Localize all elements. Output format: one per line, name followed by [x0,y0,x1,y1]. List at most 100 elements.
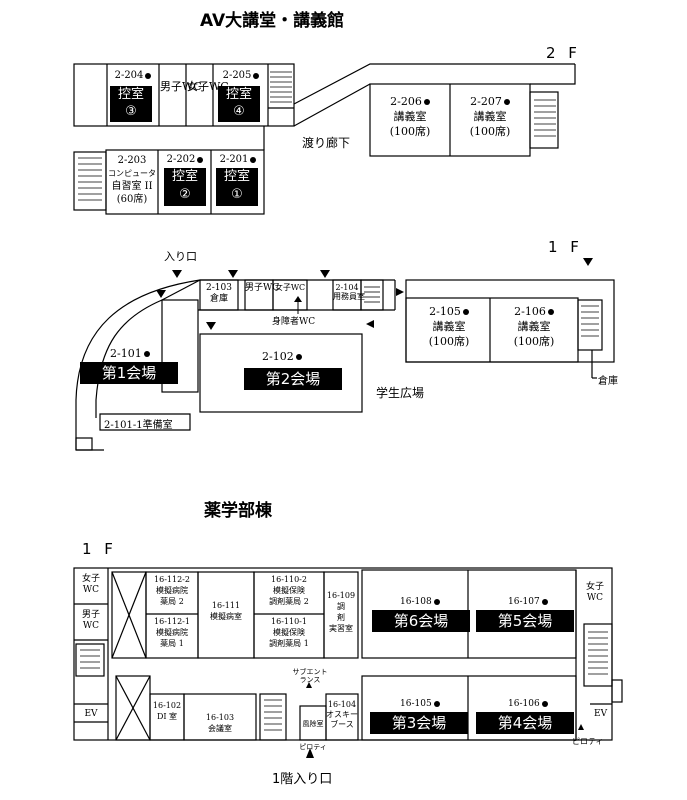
waiting-room-4-number: ④ [233,104,245,119]
room-16-112-2-line2: 薬局 2 [160,597,184,606]
room-marker [433,598,440,605]
room-16-103-name: 会議室 [208,724,232,733]
ev-right: EV [594,709,608,719]
corridor-label: 渡り廊下 [302,136,351,150]
room-16-109-line3: 実習室 [329,624,353,633]
room-2-102-outline [199,333,363,413]
venue-4: 第4会場 [476,712,574,734]
room-16-110-1: 16-110-1 模擬保険 調剤薬局 1 [254,616,324,649]
room-2-203-number: 2-203 [117,155,147,166]
room-16-112-1-line2: 薬局 1 [160,639,184,648]
student-plaza-label: 学生広場 [376,386,425,400]
room-16-106: 16-106 [508,698,548,710]
room-2-104-name: 用務員室 [333,292,365,301]
venue-2: 第2会場 [244,368,342,390]
room-2-203-line2: 自習室 II [111,181,153,192]
room-16-110-2-line1: 模擬保険 [273,586,305,595]
room-16-112-2-line1: 模擬病院 [156,586,188,595]
room-2-101: 2-101 [110,348,150,360]
av-floor-1f-label: 1 F [548,238,583,256]
pharmacy-entrance-label: 1階入り口 [272,772,333,787]
room-16-105-number: 16-105 [400,699,432,709]
room-16-102-name: DI 室 [156,712,178,721]
room-16-104-line2: ブース [330,720,354,729]
room-2-205: 2-205 [214,70,268,82]
room-16-111: 16-111 模擬病室 [198,600,254,622]
room-2-104: 2-104 用務員室 [333,283,365,301]
room-2-103: 2-103 倉庫 [200,283,238,305]
wind-room-label: 風除室 [302,720,324,728]
pharmacy-floor-label: 1 F [82,540,117,558]
sub-entrance-label: サブエントランス [292,668,328,684]
wc-female-2f: 女子WC [187,80,229,93]
ev-left: EV [84,709,98,719]
venue-6: 第6会場 [372,610,470,632]
room-2-205-number: 2-205 [222,70,252,81]
room-16-102: 16-102 DI 室 [150,700,184,722]
room-marker [145,72,152,79]
waiting-room-3-label: 控室 [117,87,144,102]
arrow-main-entrance [306,748,314,758]
room-16-109-line2: 剤 [337,613,345,622]
venue-3: 第3会場 [370,712,468,734]
wc-male-left: 男子WC [81,610,100,631]
room-2-203: 2-203 コンピュータ 自習室 II (60席) [106,154,158,206]
room-2-106-seats: (100席) [513,335,555,348]
room-2-106-number: 2-106 [514,305,546,318]
room-2-105-seats: (100席) [428,335,470,348]
waiting-room-4-label: 控室 [225,87,252,102]
room-marker [423,99,430,105]
room-2-204: 2-204 [108,70,158,82]
wc-male-1f: 男子WC [245,283,280,293]
room-16-112-2: 16-112-2 模擬病院 薬局 2 [146,574,198,607]
room-16-108: 16-108 [400,596,440,608]
av-building-title: AV大講堂・講義館 [200,11,345,31]
room-marker [503,99,510,105]
room-16-112-1-line1: 模擬病院 [156,628,188,637]
room-2-202-number: 2-202 [166,154,196,165]
pilotis-right-label: ピロティ [572,737,604,746]
room-marker [295,354,302,360]
room-marker [197,156,204,163]
room-16-111-name: 模擬病室 [210,612,242,621]
room-16-112-1-number: 16-112-1 [154,617,190,626]
arrow-1f-right [583,258,593,266]
room-16-102-number: 16-102 [152,701,182,710]
pilotis-left-label: ピロティ [299,743,327,751]
room-16-109-line1: 調 [337,602,345,611]
waiting-room-1-label: 控室 [223,169,250,184]
room-2-204-number: 2-204 [114,70,144,81]
room-2-206-number: 2-206 [390,95,422,108]
room-2-105-name: 講義室 [432,320,466,333]
room-2-101-number: 2-101 [110,347,142,360]
av-entrance-label: 入り口 [164,250,197,263]
room-16-104: 16-104 オスキー ブース [326,700,358,730]
room-16-109-number: 16-109 [326,591,356,600]
room-2-105-number: 2-105 [429,305,461,318]
room-2-106-name: 講義室 [517,320,551,333]
room-16-103-number: 16-103 [205,713,235,722]
room-16-110-1-number: 16-110-1 [271,617,307,626]
room-16-109: 16-109 調 剤 実習室 [324,590,358,634]
wc-female-1f: 女子WC [274,283,306,292]
room-16-110-2-line2: 調剤薬局 2 [269,597,309,606]
waiting-room-2: 控室 ② [164,168,206,206]
room-2-201: 2-201 [212,154,264,166]
waiting-room-1-number: ① [231,187,243,202]
room-2-102: 2-102 [262,351,302,363]
waiting-room-4: 控室 ④ [218,86,260,122]
room-2-203-line1: コンピュータ [108,169,156,178]
room-2-201-number: 2-201 [219,154,249,165]
room-16-105: 16-105 [400,698,440,710]
room-2-207-number: 2-207 [470,95,502,108]
storage-label: 倉庫 [598,376,618,387]
room-2-106: 2-106 講義室 (100席) [492,304,576,349]
room-16-110-1-line2: 調剤薬局 1 [269,639,309,648]
accessible-wc: 身障者WC [272,317,316,327]
av-2f-upper-block [73,63,295,127]
room-16-107: 16-107 [508,596,548,608]
room-2-202: 2-202 [159,154,211,166]
room-16-104-number: 16-104 [327,700,357,709]
room-16-106-number: 16-106 [508,699,540,709]
